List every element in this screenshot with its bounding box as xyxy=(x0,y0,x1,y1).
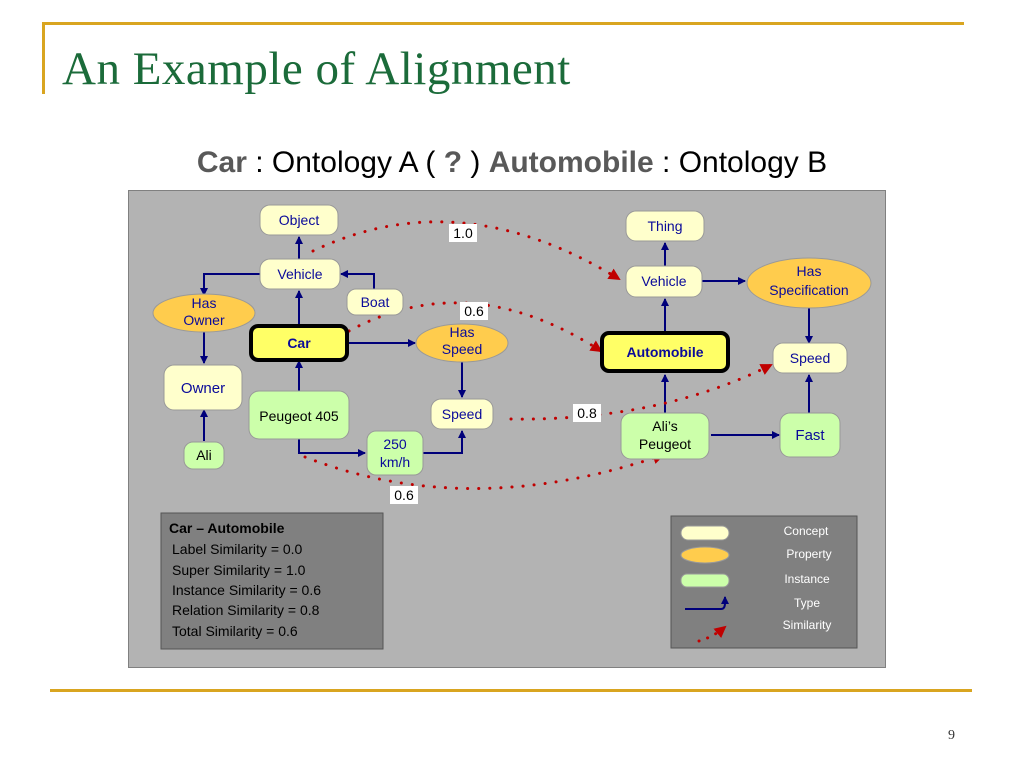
sim-label-car: 0.6 xyxy=(464,303,484,319)
svg-text:Peugeot 405: Peugeot 405 xyxy=(259,408,339,424)
legend-label-concept: Concept xyxy=(784,524,829,538)
node-vehicle-a: Vehicle xyxy=(259,258,341,290)
similarity-labels: 1.0 0.6 0.8 0.6 xyxy=(390,224,601,504)
similarity-arrows xyxy=(303,220,773,490)
sim-car-automobile xyxy=(347,301,603,353)
svg-text:Peugeot: Peugeot xyxy=(639,436,691,452)
node-alis-peugeot: Ali’s Peugeot xyxy=(620,412,710,460)
node-car: Car xyxy=(249,324,349,362)
subtitle-close: ) xyxy=(462,146,489,179)
sim-label-box-3 xyxy=(573,404,601,422)
svg-text:Boat: Boat xyxy=(361,294,390,310)
summary-line: Total Similarity = 0.6 xyxy=(172,623,298,639)
summary-line: Relation Similarity = 0.8 xyxy=(172,602,320,618)
sim-peugeot-alis xyxy=(303,452,665,490)
node-boat: Boat xyxy=(346,288,404,316)
frame-left-line xyxy=(42,22,45,94)
svg-text:Vehicle: Vehicle xyxy=(277,266,322,282)
page-number: 9 xyxy=(948,728,955,743)
type-arrows xyxy=(200,236,813,457)
svg-text:Owner: Owner xyxy=(181,380,225,397)
sim-label-box-4 xyxy=(390,486,418,504)
diagram-canvas: 1.0 0.6 0.8 0.6 Object Vehicle Has Owner… xyxy=(152,204,872,650)
sim-label-vehicle: 1.0 xyxy=(453,225,473,241)
svg-text:Object: Object xyxy=(279,212,320,228)
sim-vehicle-vehicle xyxy=(311,220,621,281)
diagram-panel: 1.0 0.6 0.8 0.6 Object Vehicle Has Owner… xyxy=(128,190,886,668)
legend-swatch-type xyxy=(685,596,729,610)
node-vehicle-b: Vehicle xyxy=(625,265,703,298)
sim-label-speed: 0.8 xyxy=(577,405,597,421)
svg-text:Has: Has xyxy=(450,324,475,340)
svg-text:Speed: Speed xyxy=(790,350,830,366)
svg-text:Speed: Speed xyxy=(442,406,482,422)
node-has-specification: Has Specification xyxy=(746,257,872,309)
node-250-kmh: 250 km/h xyxy=(366,430,424,476)
summary-line: Instance Similarity = 0.6 xyxy=(172,582,321,598)
node-speed-b: Speed xyxy=(772,342,848,374)
svg-text:Vehicle: Vehicle xyxy=(641,273,686,289)
slide-subtitle: Car : Ontology A ( ? ) Automobile : Onto… xyxy=(0,146,1024,180)
legend-box: Concept Property Instance Type Similarit… xyxy=(670,515,858,649)
legend-swatch-instance xyxy=(680,573,730,588)
sim-label-box-1 xyxy=(449,224,477,242)
summary-line: Label Similarity = 0.0 xyxy=(172,541,303,557)
legend-swatch-similarity xyxy=(697,625,727,643)
node-has-speed: Has Speed xyxy=(415,323,509,363)
legend-label-similarity: Similarity xyxy=(783,618,832,632)
svg-text:Car: Car xyxy=(287,335,311,351)
svg-text:Thing: Thing xyxy=(647,218,682,234)
frame-bottom-line xyxy=(50,689,972,692)
svg-text:Has: Has xyxy=(192,295,217,311)
svg-text:Speed: Speed xyxy=(442,341,482,357)
summary-line: Super Similarity = 1.0 xyxy=(172,562,306,578)
edge-kmh-speed xyxy=(423,430,466,454)
node-speed-a: Speed xyxy=(430,398,494,430)
legend-swatch-property xyxy=(680,546,730,564)
frame-top-line xyxy=(42,22,964,25)
svg-text:Owner: Owner xyxy=(183,312,225,328)
legend-label-property: Property xyxy=(786,547,831,561)
subtitle-question: ? xyxy=(443,146,463,179)
summary-heading: Car – Automobile xyxy=(169,520,285,536)
svg-text:Fast: Fast xyxy=(795,427,825,444)
node-object: Object xyxy=(259,204,339,236)
legend-label-instance: Instance xyxy=(784,572,830,586)
subtitle-mid: : Ontology A ( xyxy=(246,146,444,179)
subtitle-end: : Ontology B xyxy=(653,146,828,179)
subtitle-term-b: Automobile xyxy=(488,146,654,179)
slide-title: An Example of Alignment xyxy=(62,43,571,95)
summary-box: Car – Automobile Label Similarity = 0.0 … xyxy=(160,512,384,650)
svg-text:Automobile: Automobile xyxy=(627,344,704,360)
sim-speed-speed xyxy=(509,363,773,421)
svg-text:km/h: km/h xyxy=(380,454,410,470)
svg-text:Ali: Ali xyxy=(196,447,212,463)
sim-label-box-2 xyxy=(460,302,488,320)
sim-label-instance: 0.6 xyxy=(394,487,414,503)
node-ali: Ali xyxy=(183,441,225,470)
svg-text:Has: Has xyxy=(797,263,822,279)
node-thing: Thing xyxy=(625,210,705,242)
legend-swatch-concept xyxy=(680,525,730,541)
edge-boat-vehicle xyxy=(340,270,375,289)
node-owner: Owner xyxy=(163,364,243,411)
node-has-owner: Has Owner xyxy=(152,293,256,333)
node-automobile: Automobile xyxy=(600,331,730,373)
subtitle-term-a: Car xyxy=(196,146,247,179)
node-peugeot-405: Peugeot 405 xyxy=(248,390,350,440)
node-fast: Fast xyxy=(779,412,841,458)
edge-vehicle-hasowner xyxy=(200,273,261,296)
edge-peugeot-kmh xyxy=(298,439,366,457)
svg-text:Specification: Specification xyxy=(769,282,848,298)
svg-text:Ali’s: Ali’s xyxy=(652,418,677,434)
legend-label-type: Type xyxy=(794,596,820,610)
svg-text:250: 250 xyxy=(383,436,407,452)
